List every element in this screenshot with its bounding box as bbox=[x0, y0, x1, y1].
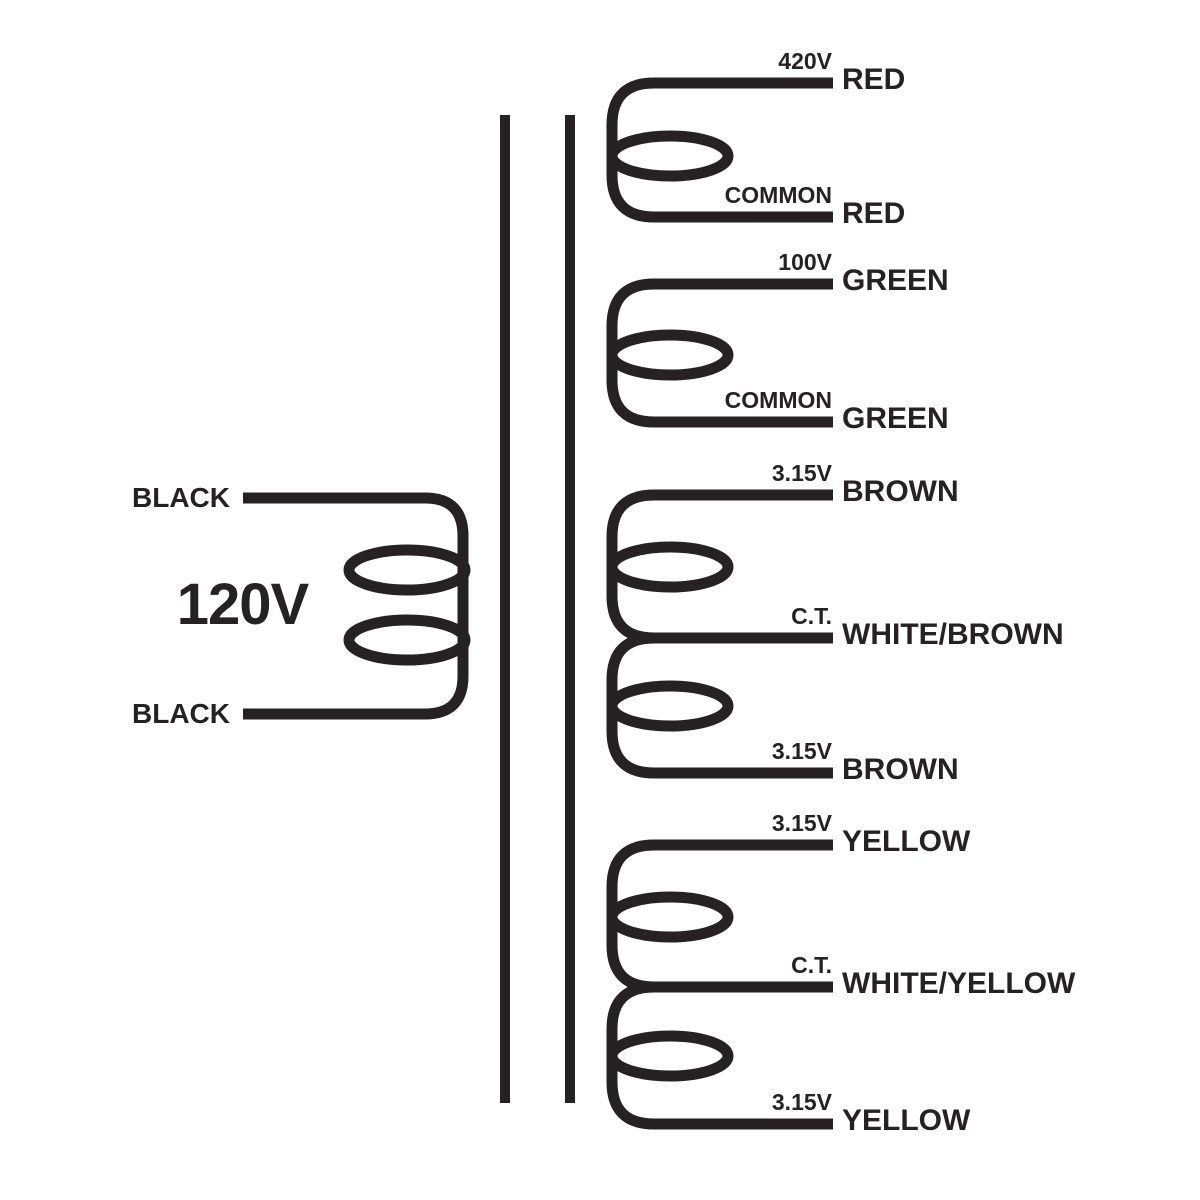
primary-coil-loop-2 bbox=[343, 614, 471, 666]
secondary4-coil-loop-2 bbox=[606, 1030, 734, 1082]
secondary2-top-tap-label: 100V bbox=[778, 249, 832, 275]
secondary4-winding-lower-wire bbox=[606, 981, 833, 1130]
primary-coil-loop-1 bbox=[343, 544, 471, 596]
primary-bottom-lead-label: BLACK bbox=[132, 698, 230, 729]
secondary3-top-tap-label: 3.15V bbox=[771, 460, 832, 486]
secondary2-bottom-tap-label: COMMON bbox=[724, 387, 832, 413]
secondary3-bottom-wire-label: BROWN bbox=[842, 753, 959, 786]
secondary3-bottom-tap-label: 3.15V bbox=[771, 738, 832, 764]
secondary3-coil-loop-1 bbox=[606, 541, 734, 593]
secondary4-top-wire-label: YELLOW bbox=[842, 825, 971, 858]
secondary2-top-wire-label: GREEN bbox=[842, 264, 949, 297]
primary-top-lead-label: BLACK bbox=[132, 482, 230, 513]
secondary1-bottom-tap-label: COMMON bbox=[724, 182, 832, 208]
secondary3-winding-lower-wire bbox=[606, 632, 833, 779]
core-bar-right bbox=[565, 115, 575, 1103]
secondary4-top-tap-label: 3.15V bbox=[771, 810, 832, 836]
secondary4-center-wire-label: WHITE/YELLOW bbox=[842, 967, 1076, 1000]
secondary1-bottom-wire-label: RED bbox=[842, 197, 906, 230]
secondary4-bottom-wire-label: YELLOW bbox=[842, 1104, 971, 1137]
secondary1-coil-loop bbox=[606, 130, 734, 182]
secondary2-bottom-wire-label: GREEN bbox=[842, 402, 949, 435]
primary-voltage-label: 120V bbox=[176, 572, 309, 637]
secondary2-coil-loop bbox=[606, 329, 734, 381]
secondary3-center-wire-label: WHITE/BROWN bbox=[842, 618, 1064, 651]
secondary4-bottom-tap-label: 3.15V bbox=[771, 1089, 832, 1115]
secondary4-coil-loop-1 bbox=[606, 891, 734, 943]
secondary3-top-wire-label: BROWN bbox=[842, 475, 959, 508]
secondary1-top-tap-label: 420V bbox=[778, 48, 832, 74]
secondary3-center-tap-label: C.T. bbox=[791, 603, 832, 629]
secondary3-coil-loop-2 bbox=[606, 680, 734, 732]
primary-winding-wire bbox=[243, 492, 469, 720]
secondary1-top-wire-label: RED bbox=[842, 63, 906, 96]
secondary4-center-tap-label: C.T. bbox=[791, 952, 832, 978]
core-bar-left bbox=[500, 115, 510, 1103]
